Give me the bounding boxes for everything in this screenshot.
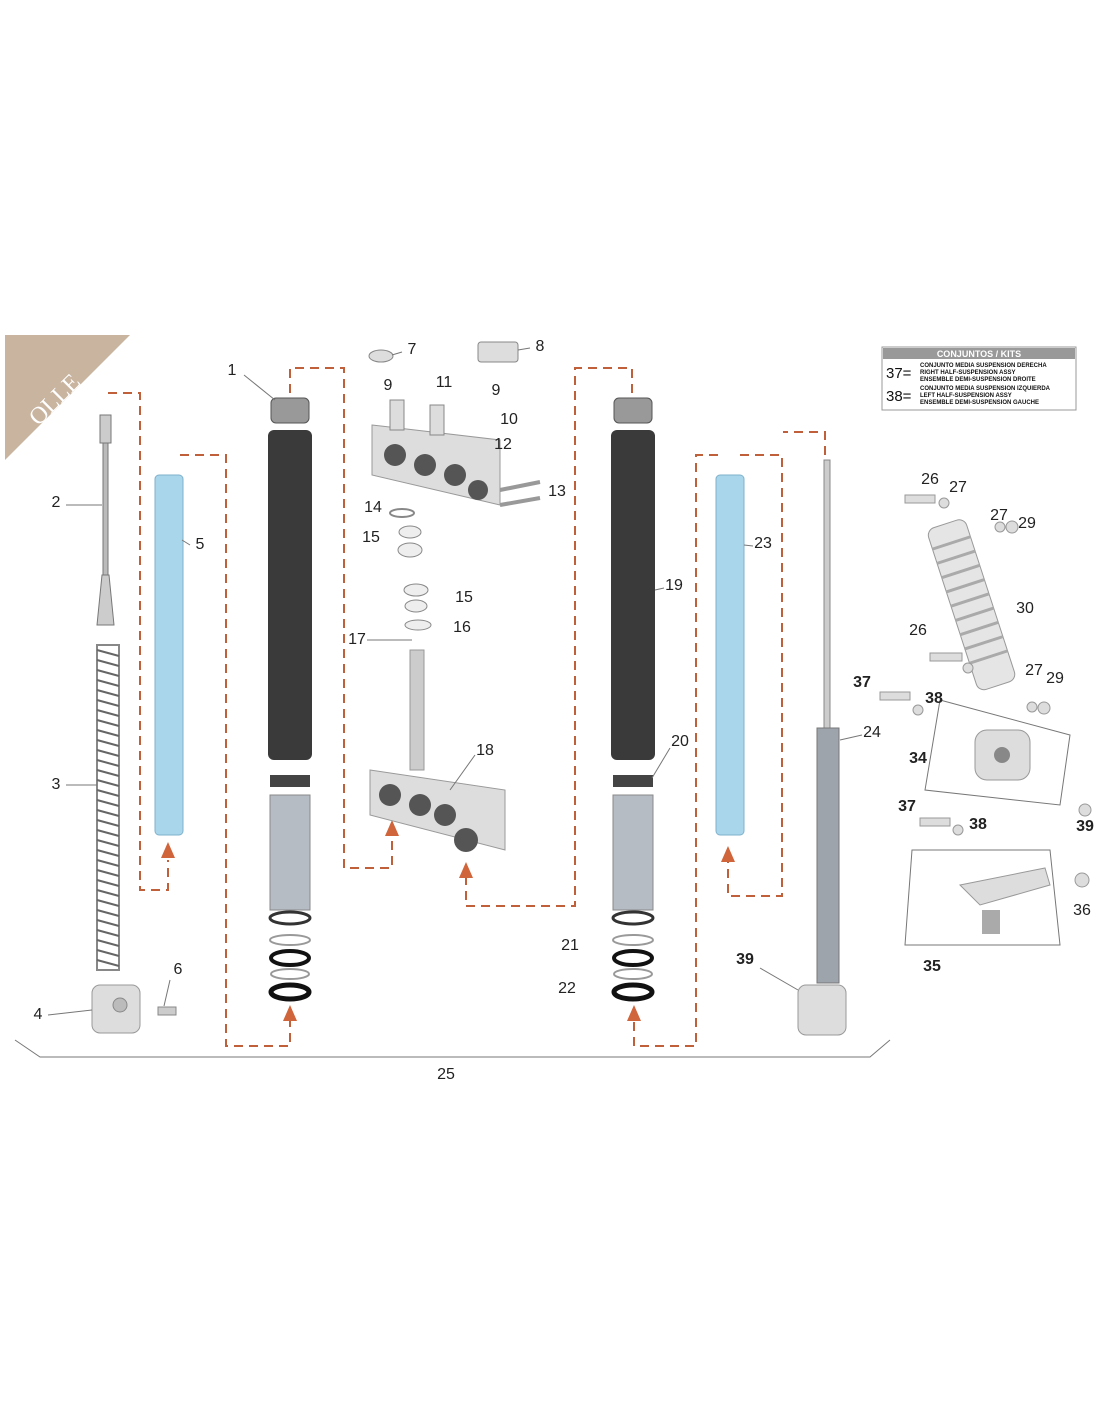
callout-18: 18 [476,742,494,759]
callout-23: 23 [754,535,772,552]
callout-37: 37 [853,674,871,691]
left-axle-bracket [91,984,177,1034]
kits-legend-box: CONJUNTOS / KITS 37= CONJUNTO MEDIA SUSP… [881,346,1077,411]
callout-26b: 26 [909,622,927,639]
svg-text:LEFT HALF-SUSPENSION ASSY: LEFT HALF-SUSPENSION ASSY [920,393,1012,399]
callout-27c: 27 [1025,662,1043,679]
bolts-and-washers [879,494,1092,888]
callout-15: 15 [362,529,380,546]
callout-6: 6 [174,961,183,978]
callout-25: 25 [437,1066,455,1083]
left-stanchion-tube [154,474,184,836]
callout-4: 4 [34,1006,43,1023]
svg-text:38=: 38= [886,388,912,405]
svg-text:CONJUNTO MEDIA SUSPENSION DERE: CONJUNTO MEDIA SUSPENSION DERECHA [920,363,1047,369]
callout-17: 17 [348,631,366,648]
callout-7: 7 [408,341,417,358]
callout-14: 14 [364,499,382,516]
callout-13: 13 [548,483,566,500]
callout-5: 5 [196,536,205,553]
tie-rod [958,867,1051,934]
linkage-rocker [974,729,1031,781]
callout-20: 20 [671,733,689,750]
tie-rod-assembly-frame [904,849,1061,946]
callout-9b: 9 [492,382,501,399]
callout-27b: 27 [990,507,1008,524]
right-stanchion-tube [715,474,745,836]
callout-8: 8 [536,338,545,355]
linkage-assembly-frame [924,699,1071,806]
rear-shock-absorber [927,519,1016,691]
svg-text:RIGHT HALF-SUSPENSION ASSY: RIGHT HALF-SUSPENSION ASSY [920,370,1015,376]
callout-30: 30 [1016,600,1034,617]
left-outer-tube-assembly [268,397,312,1002]
callout-29b: 29 [1046,670,1064,687]
callout-35: 35 [923,958,941,975]
callout-38b: 38 [969,816,987,833]
callout-29: 29 [1018,515,1036,532]
callout-15b: 15 [455,589,473,606]
arrow-icons [161,820,735,1021]
callout-10: 10 [500,411,518,428]
callout-19: 19 [665,577,683,594]
svg-text:ENSEMBLE DEMI-SUSPENSION DROIT: ENSEMBLE DEMI-SUSPENSION DROITE [920,377,1036,383]
callout-9: 9 [384,377,393,394]
svg-text:CONJUNTO MEDIA SUSPENSION IZQU: CONJUNTO MEDIA SUSPENSION IZQUIERDA [920,386,1051,392]
callout-3: 3 [52,776,61,793]
svg-text:CONJUNTOS / KITS: CONJUNTOS / KITS [937,349,1021,359]
callout-16: 16 [453,619,471,636]
callout-22: 22 [558,980,576,997]
fork-spring [96,644,120,971]
callout-24: 24 [863,724,881,741]
steering-parts [368,341,541,852]
svg-text:37=: 37= [886,365,912,382]
leader-lines [47,347,863,1016]
callout-2: 2 [52,494,61,511]
callout-11: 11 [436,374,453,391]
right-outer-tube-assembly [611,397,655,1002]
damper-rod [96,414,115,626]
callout-38: 38 [925,690,943,707]
callout-39b: 39 [736,951,754,968]
complete-fork-bracket [14,1039,891,1058]
callout-36: 36 [1073,902,1091,919]
svg-text:ENSEMBLE DEMI-SUSPENSION GAUCH: ENSEMBLE DEMI-SUSPENSION GAUCHE [920,400,1039,406]
callout-1: 1 [228,362,237,379]
right-damper-cartridge [797,459,847,1036]
callout-21: 21 [561,937,579,954]
callout-26: 26 [921,471,939,488]
callout-27: 27 [949,479,967,496]
callout-12: 12 [494,436,512,453]
callout-labels: 1 2 3 4 5 6 7 8 9 11 9 10 12 13 14 15 15… [34,338,1094,1083]
callout-39: 39 [1076,818,1094,835]
callout-37b: 37 [898,798,916,815]
callout-34: 34 [909,750,927,767]
assembly-guide-lines [108,367,826,1047]
